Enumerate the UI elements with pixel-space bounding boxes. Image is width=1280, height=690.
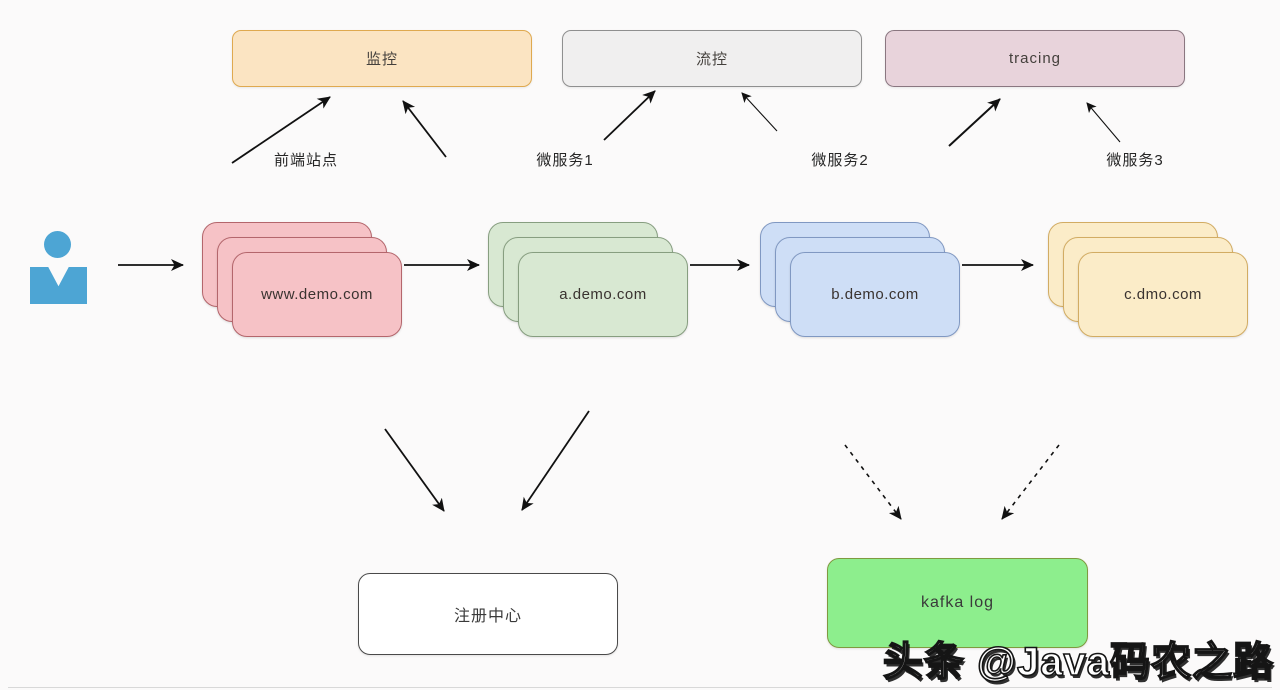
node-kafka-log-label: kafka log: [920, 594, 995, 611]
arrow-ms1-to-flow: [603, 90, 656, 141]
arrow-ms2-to-flow: [741, 92, 778, 132]
arrow-ms3-to-tracing: [1086, 102, 1121, 143]
label-microservice-3: 微服务3: [1106, 152, 1164, 169]
label-frontend-site: 前端站点: [273, 152, 339, 169]
node-a-demo: a.demo.com: [518, 252, 688, 337]
node-b-demo: b.demo.com: [790, 252, 960, 337]
node-tracing: tracing: [885, 30, 1185, 87]
node-c-dmo-label: c.dmo.com: [1124, 286, 1202, 303]
bottom-divider: [8, 687, 1272, 688]
node-a-demo-label: a.demo.com: [559, 286, 647, 303]
cluster-c-dmo: c.dmo.com: [1048, 222, 1248, 367]
node-tracing-label: tracing: [1008, 50, 1062, 67]
node-flow-control-label: 流控: [695, 51, 728, 68]
node-www-demo: www.demo.com: [232, 252, 402, 337]
watermark-text: 头条 @Java码农之路: [882, 639, 1274, 685]
node-b-demo-label: b.demo.com: [831, 286, 919, 303]
node-kafka-log: kafka log: [827, 558, 1088, 648]
node-monitoring-label: 监控: [365, 51, 398, 68]
cluster-www-demo: www.demo.com: [202, 222, 402, 367]
user-icon: [30, 228, 88, 304]
cluster-b-demo: b.demo.com: [760, 222, 960, 367]
node-registry-center: 注册中心: [358, 573, 618, 655]
label-microservice-1: 微服务1: [536, 152, 594, 169]
node-registry-center-label: 注册中心: [453, 608, 522, 625]
node-c-dmo: c.dmo.com: [1078, 252, 1248, 337]
user-icon-body: [30, 267, 87, 304]
user-icon-head: [44, 231, 71, 258]
arrow-c-to-kafka: [1001, 444, 1060, 520]
arrow-to-tracing-left: [948, 98, 1001, 147]
label-microservice-2: 微服务2: [811, 152, 869, 169]
node-flow-control: 流控: [562, 30, 862, 87]
cluster-a-demo: a.demo.com: [488, 222, 688, 367]
arrow-a-to-registry: [521, 410, 590, 511]
node-www-demo-label: www.demo.com: [261, 286, 373, 303]
arrow-b-to-kafka: [844, 444, 902, 520]
arrow-www-to-registry: [384, 428, 445, 512]
node-monitoring: 监控: [232, 30, 532, 87]
arrow-to-monitoring-right: [402, 100, 447, 158]
